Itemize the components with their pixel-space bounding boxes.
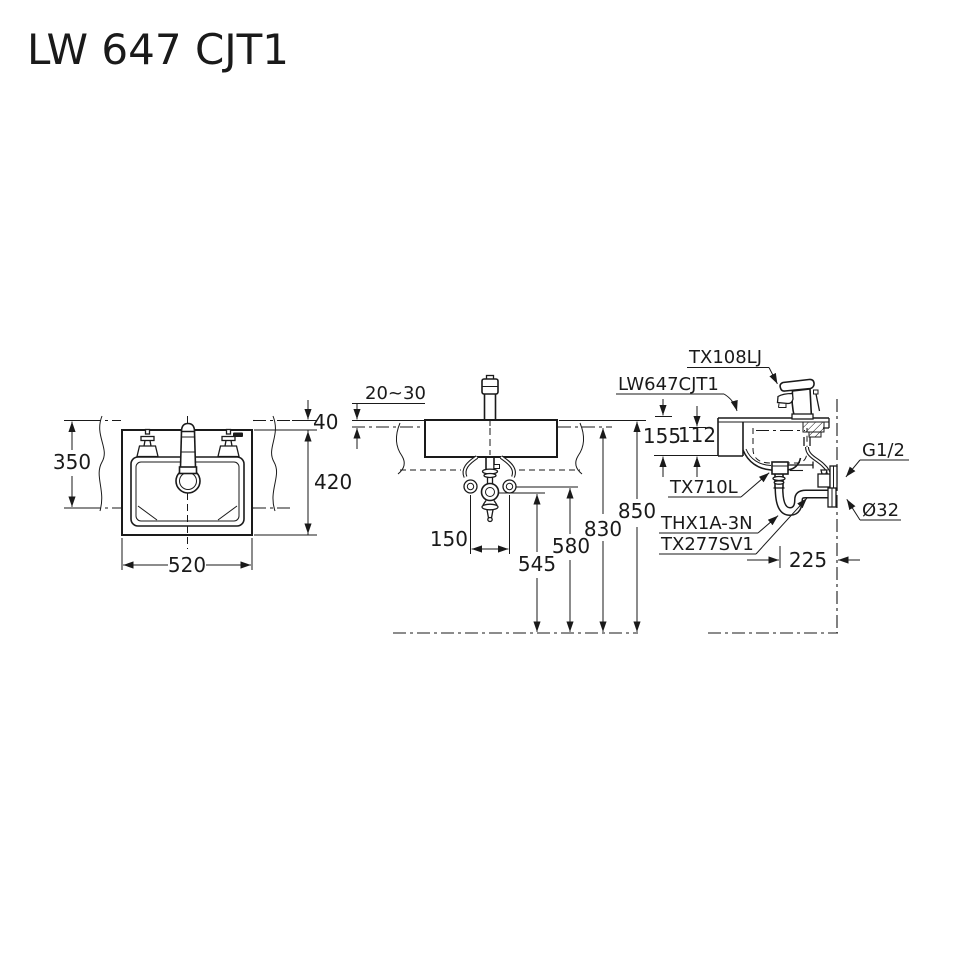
dim-225: 225 (789, 548, 827, 572)
dim-520: 520 (168, 553, 206, 577)
label-supply-unit: THX1A-3N (660, 513, 753, 534)
side-view-dimensions: 155 112 225 (643, 399, 860, 572)
installation-view (352, 374, 612, 523)
p-trap (772, 474, 831, 517)
dim-40: 40 (313, 410, 338, 434)
installation-dimensions: 20~30 150 545 580 830 850 (352, 383, 838, 634)
drawing-title: LW 647 CJT1 (27, 25, 289, 74)
front-view (88, 415, 290, 549)
dim-850: 850 (618, 499, 656, 523)
dim-155: 155 (643, 424, 681, 448)
label-pop-up-drain: TX710L (669, 477, 738, 498)
side-faucet (776, 378, 821, 420)
label-faucet: TX108LJ (688, 347, 762, 368)
supply-hoses (462, 455, 517, 494)
brand-logo-mark (233, 432, 243, 437)
front-faucet (175, 422, 201, 494)
waste-wall-flange (827, 487, 837, 508)
pop-up-drain (771, 461, 814, 475)
front-handle-right (217, 428, 240, 458)
deck-section-hatch (802, 421, 825, 433)
dim-112: 112 (678, 423, 716, 447)
side-view (717, 378, 838, 633)
label-supply-connection: G1/2 (862, 440, 905, 461)
drain-assembly (480, 457, 500, 523)
dim-420: 420 (314, 470, 352, 494)
dim-830: 830 (584, 517, 622, 541)
hidden-bowl-outline (752, 428, 808, 464)
front-handle-left (136, 428, 159, 458)
label-p-trap: TX277SV1 (660, 534, 754, 555)
dim-545: 545 (518, 552, 556, 576)
dim-580: 580 (552, 534, 590, 558)
wall-break-left (98, 415, 105, 512)
supply-valve (817, 465, 838, 491)
part-labels: TX108LJ LW647CJT1 TX710L THX1A-3N TX277S… (616, 347, 909, 555)
installation-faucet (481, 374, 499, 455)
dim-150: 150 (430, 527, 468, 551)
dim-wall-clearance: 20~30 (365, 383, 426, 404)
basin-section (424, 419, 558, 458)
label-lavatory: LW647CJT1 (618, 374, 719, 395)
label-waste-outlet: Ø32 (862, 500, 899, 521)
dim-350: 350 (53, 450, 91, 474)
front-view-dimensions: 350 40 420 520 (53, 400, 352, 577)
wall-break-right (575, 422, 584, 475)
wall-break-left (396, 422, 405, 475)
wall-break-right (271, 415, 278, 512)
